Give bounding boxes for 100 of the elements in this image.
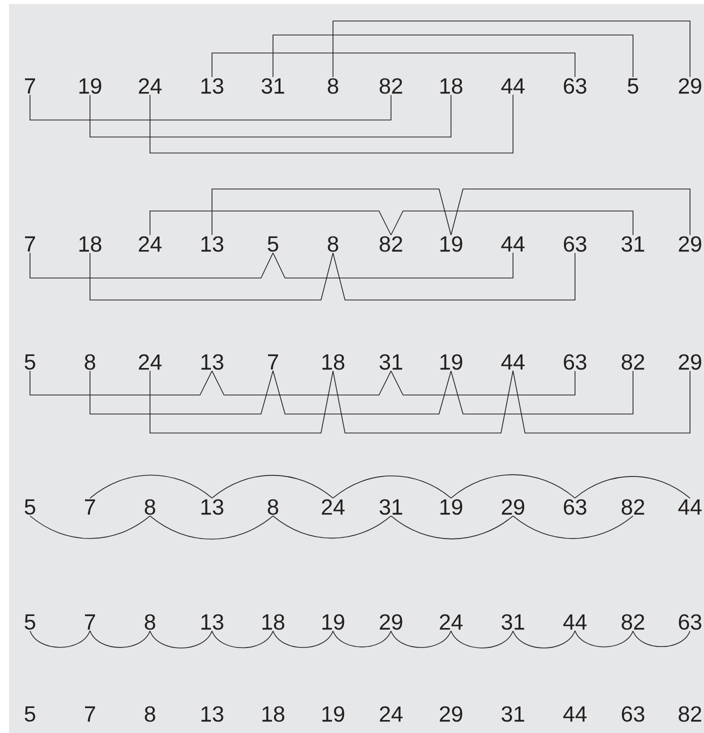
number: 5 [268,236,278,252]
number: 63 [564,354,586,370]
arc-line [272,516,392,539]
bracket-line [212,188,452,236]
number: 44 [501,236,525,252]
bracket-line [272,252,514,278]
number: 19 [440,499,462,515]
number: 31 [380,354,402,370]
number: 31 [502,706,524,722]
arc-line [450,474,576,498]
arc-line [390,630,452,648]
arc-line [150,516,274,540]
number: 31 [262,78,284,94]
number: 29 [502,499,524,515]
number: 7 [268,354,278,370]
arc-line [150,630,212,648]
arc-line [574,630,634,648]
number: 19 [322,706,344,722]
arc-line [632,630,690,648]
bracket-line [332,252,576,300]
bracket-line [30,94,392,120]
number: 8 [268,499,278,515]
number: 13 [201,236,224,252]
number: 5 [24,499,36,515]
number: 29 [440,706,462,722]
number: 82 [380,236,402,252]
arc-line [512,630,576,648]
arc-line [30,630,90,648]
number: 5 [24,614,36,630]
number: 63 [678,614,702,630]
number: 29 [678,78,702,94]
number: 29 [380,614,402,630]
arc-line [90,630,150,648]
bracket-line [212,370,392,396]
number: 13 [201,706,224,722]
number: 13 [201,614,224,630]
number: 8 [144,706,156,722]
number: 13 [201,499,224,515]
number: 8 [328,78,338,94]
number: 7 [25,78,36,94]
number: 19 [322,614,344,630]
number: 63 [564,78,586,94]
number: 18 [262,614,284,630]
number: 8 [144,614,156,630]
number: 24 [322,499,345,515]
number: 63 [564,236,586,252]
bracket-line [272,370,452,414]
number: 63 [622,706,644,722]
bracket-line [30,252,274,278]
number: 82 [622,499,644,515]
number: 44 [501,354,525,370]
number: 31 [380,499,402,515]
number: 8 [328,236,338,252]
number: 18 [79,236,102,252]
bracket-line [212,52,576,78]
number: 5 [24,354,36,370]
bracket-line [332,370,514,434]
number: 24 [138,78,162,94]
number: 82 [678,706,702,722]
bracket-line [90,94,452,138]
number: 82 [380,78,402,94]
bracket-line [272,34,634,78]
number: 5 [628,78,638,94]
number: 63 [564,499,586,515]
number: 24 [138,236,162,252]
number: 82 [622,354,644,370]
number: 29 [678,236,702,252]
bracket-line [450,370,634,414]
number: 29 [678,354,702,370]
number: 44 [678,499,702,515]
bracket-line [150,210,392,236]
arc-line [332,475,452,499]
number: 19 [79,78,102,94]
number: 24 [440,614,463,630]
number: 44 [563,706,587,722]
number: 8 [144,499,156,515]
number: 19 [440,236,462,252]
bracket-line [150,94,514,154]
number: 44 [501,78,525,94]
number: 31 [622,236,644,252]
number: 31 [502,614,524,630]
arc-line [272,630,334,648]
number: 5 [24,706,36,722]
number: 7 [85,499,96,515]
number: 7 [85,614,96,630]
arc-line [332,630,392,648]
arc-line [390,516,514,540]
bracket-line [450,188,690,236]
number: 24 [138,354,162,370]
bracket-line [150,370,334,434]
arc-line [512,516,634,539]
arc-line [574,476,690,499]
bracket-line [90,370,274,414]
number: 44 [563,614,587,630]
bracket-line [512,370,690,434]
bracket-line [30,370,212,396]
number: 82 [622,614,644,630]
bracket-line [90,252,334,300]
bracket-line [390,210,634,236]
number: 13 [201,78,224,94]
